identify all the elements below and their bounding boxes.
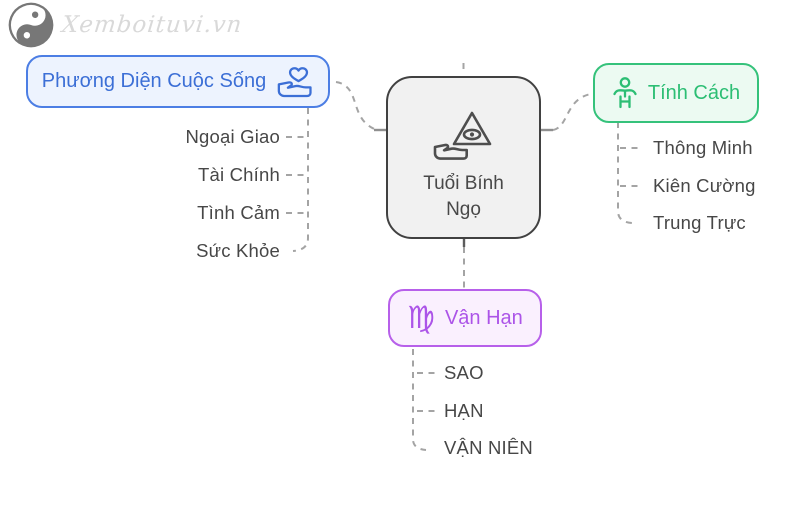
item-trung-truc[interactable]: Trung Trực [653, 212, 746, 233]
hand-heart-icon [276, 64, 314, 100]
eye-pyramid-hand-icon [431, 109, 497, 167]
item-tai-chinh[interactable]: Tài Chính [197, 164, 280, 185]
item-tinh-cam[interactable]: Tình Cảm [197, 202, 280, 223]
node-personality-label: Tính Cách [647, 81, 741, 104]
watermark-text: Xemboituvi.vn [60, 12, 244, 38]
person-icon [612, 77, 638, 109]
item-kien-cuong[interactable]: Kiên Cường [653, 175, 756, 196]
item-ngoai-giao[interactable]: Ngoại Giao [185, 126, 280, 147]
item-van-nien[interactable]: VẬN NIÊN [444, 437, 533, 458]
virgo-icon: ♍ [407, 299, 435, 336]
yin-yang-icon [8, 2, 54, 48]
connector-root-to-personality [552, 93, 592, 131]
node-fortune[interactable]: ♍ Vận Hạn [388, 289, 542, 347]
item-thong-minh[interactable]: Thông Minh [653, 137, 753, 158]
node-fortune-label: Vận Hạn [444, 306, 523, 329]
watermark: Xemboituvi.vn [8, 2, 244, 48]
node-life-aspects-label: Phương Diện Cuộc Sống [41, 70, 267, 92]
item-sao[interactable]: SAO [444, 362, 484, 383]
node-root-label: Tuổi Bính Ngọ [423, 172, 504, 220]
item-suc-khoe[interactable]: Sức Khỏe [196, 240, 280, 261]
node-life-aspects[interactable]: Phương Diện Cuộc Sống [26, 55, 330, 108]
connector-life-children-trunk [292, 108, 309, 252]
connector-fortune-children-trunk [412, 349, 427, 451]
item-han[interactable]: HẠN [444, 400, 484, 421]
connector-personality-children-trunk [617, 122, 633, 224]
node-personality[interactable]: Tính Cách [593, 63, 759, 123]
connector-root-to-life [335, 81, 378, 131]
node-root[interactable]: Tuổi Bính Ngọ [386, 76, 541, 239]
